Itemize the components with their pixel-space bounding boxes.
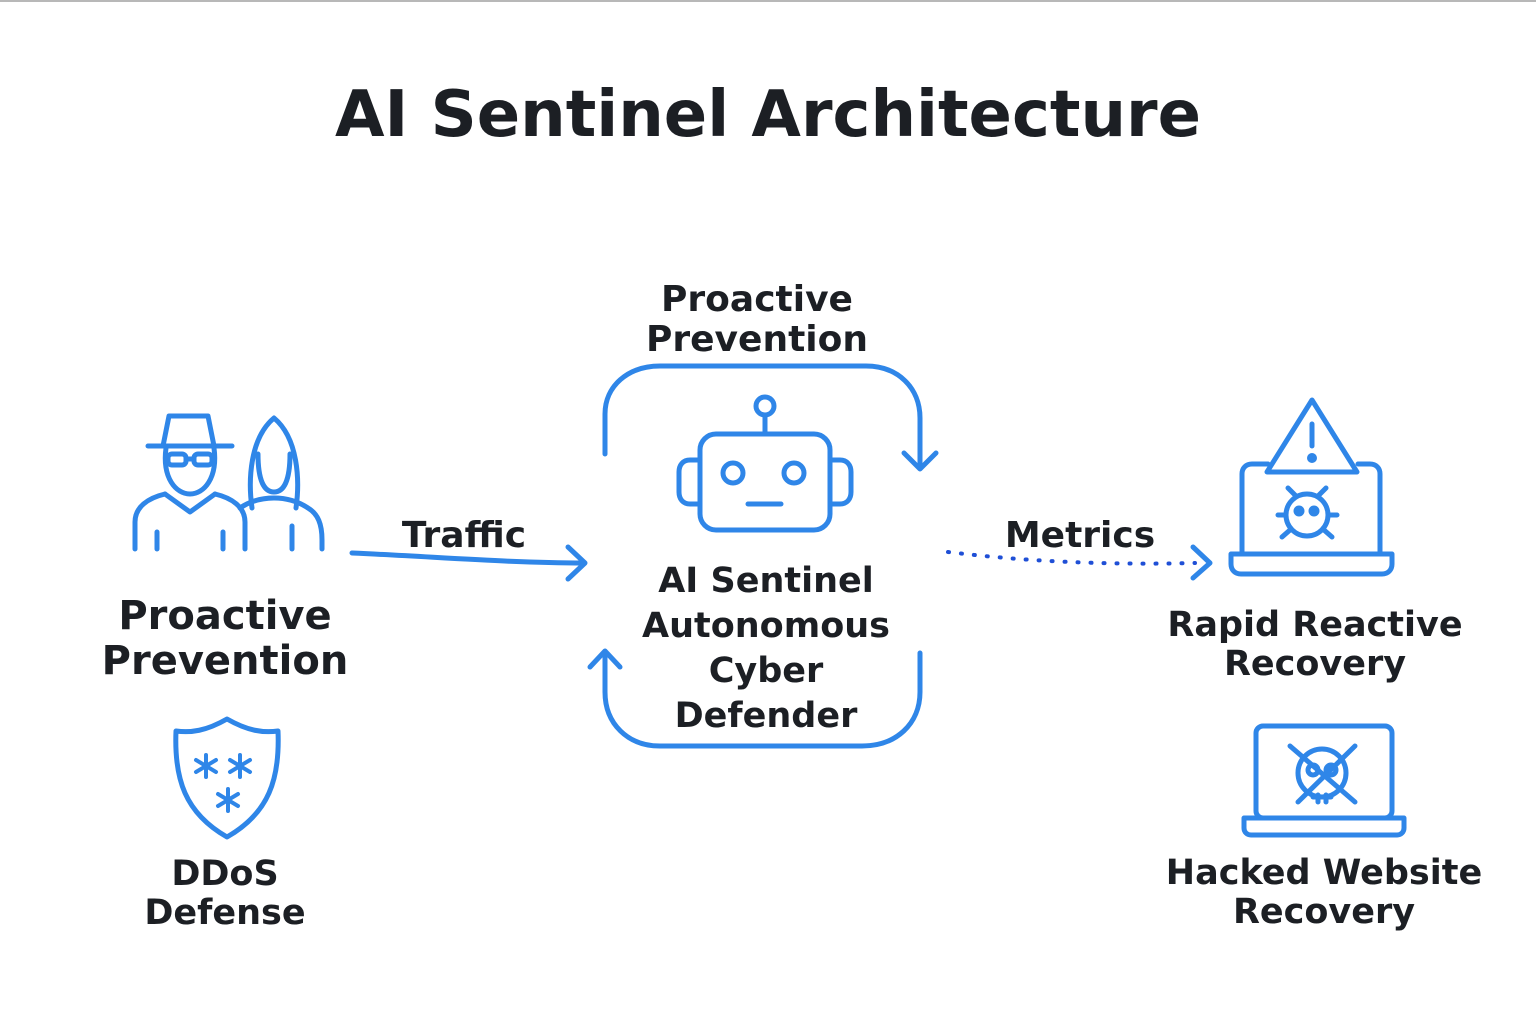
right-label-line-1: Rapid Reactive	[1167, 605, 1463, 645]
right-sub-label-line-1: Hacked Website	[1165, 853, 1483, 893]
center-label-line-2: Autonomous	[641, 606, 890, 646]
loop-label: Proactive Prevention	[646, 279, 868, 361]
left-sub-label: DDoS Defense	[125, 854, 325, 934]
diagram-title: AI Sentinel Architecture	[335, 78, 1201, 152]
loop-arrow-top	[602, 363, 939, 472]
left-label: Proactive Prevention	[100, 594, 350, 684]
traffic-arrow	[349, 544, 588, 582]
robot-icon	[676, 394, 854, 533]
right-sub-label: Hacked Website Recovery	[1164, 853, 1484, 933]
metrics-label: Metrics	[1004, 515, 1156, 556]
right-label: Rapid Reactive Recovery	[1160, 605, 1470, 685]
center-label-line-4: Defender	[674, 696, 858, 736]
center-label-line-1: AI Sentinel	[658, 561, 874, 601]
loop-arrow-bottom	[587, 648, 923, 749]
left-label-line-2: Prevention	[101, 637, 349, 684]
right-label-line-2: Recovery	[1223, 644, 1407, 685]
left-label-line-1: Proactive	[118, 593, 332, 639]
metrics-arrow	[946, 544, 1213, 581]
left-sub-label-line-1: DDoS	[171, 854, 279, 894]
traffic-label: Traffic	[401, 515, 527, 556]
right-sub-label-line-2: Recovery	[1232, 892, 1416, 933]
center-label: AI Sentinel Autonomous Cyber Defender	[626, 559, 906, 739]
shield-icon	[173, 716, 281, 840]
laptop-bug-alert-icon	[1228, 397, 1395, 577]
center-label-line-3: Cyber	[708, 651, 824, 691]
users-icon	[132, 413, 325, 552]
left-sub-label-line-2: Defense	[144, 893, 306, 934]
laptop-skull-icon	[1241, 723, 1407, 838]
